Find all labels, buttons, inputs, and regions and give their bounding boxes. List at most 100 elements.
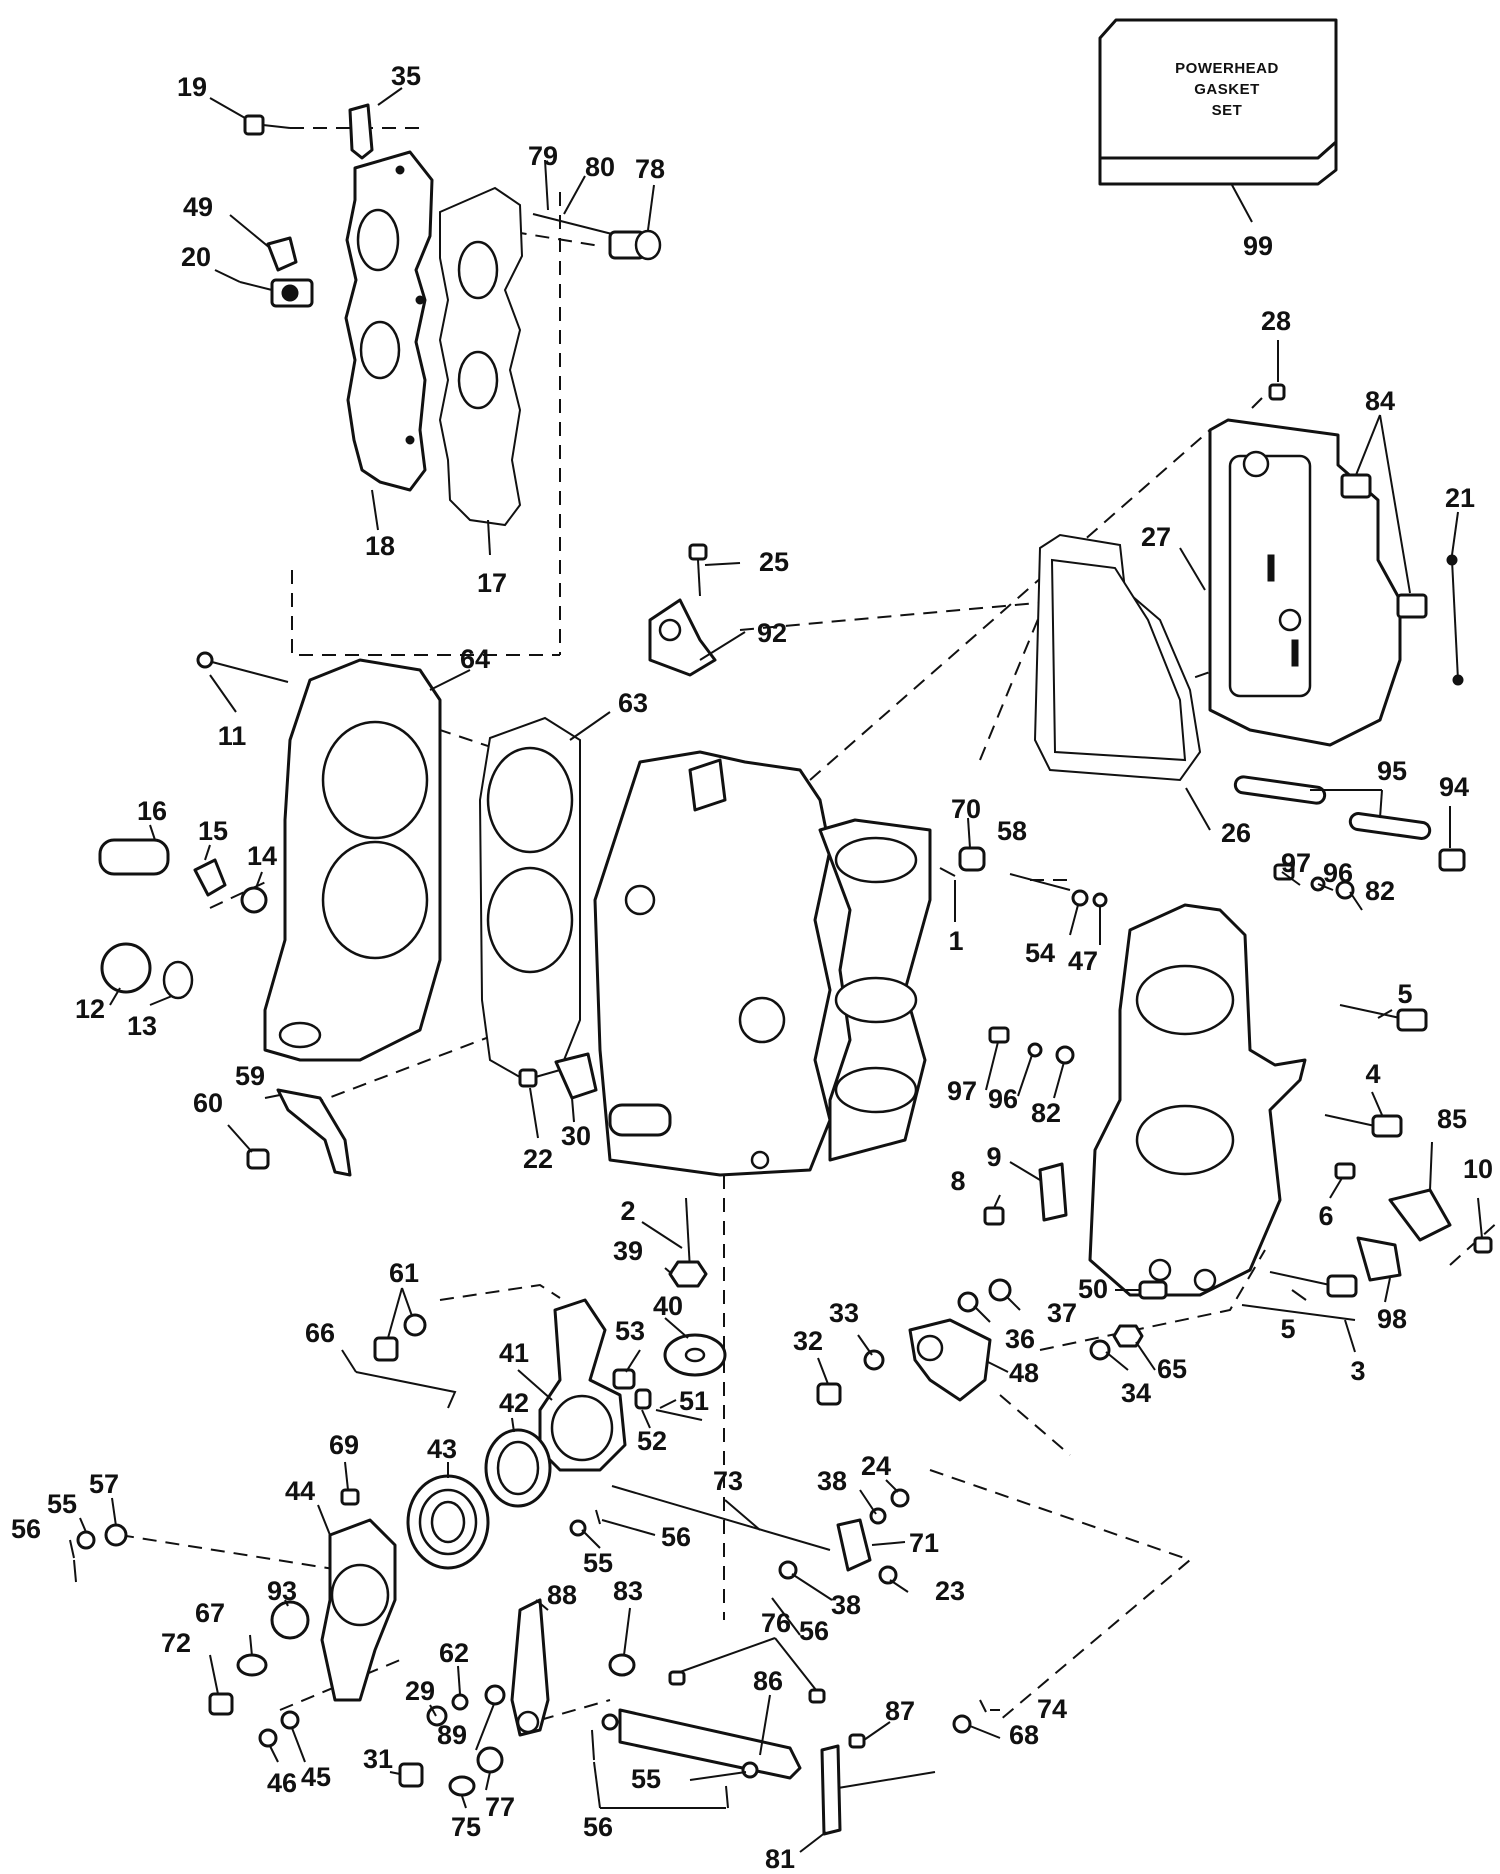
callout-92: 92 <box>757 618 787 648</box>
callout-84: 84 <box>1365 386 1395 416</box>
callout-38-top: 38 <box>817 1466 847 1496</box>
screw-6 <box>1334 1162 1356 1180</box>
callout-55-left: 55 <box>47 1489 77 1519</box>
callout-14: 14 <box>247 841 277 871</box>
exhaust-cover-27 <box>1208 418 1402 747</box>
callout-25: 25 <box>759 547 789 577</box>
callout-56-right: 56 <box>799 1616 829 1646</box>
gasket-box-line-3: SET <box>1212 102 1243 119</box>
callout-35: 35 <box>391 61 421 91</box>
callout-56-bottom: 56 <box>583 1812 613 1842</box>
callout-18: 18 <box>365 531 395 561</box>
fasteners-34-65 <box>1089 1324 1144 1361</box>
callout-56-mid: 56 <box>661 1522 691 1552</box>
callout-51: 51 <box>679 1386 709 1416</box>
callout-49: 49 <box>183 192 213 222</box>
exhaust-gasket-26 <box>1033 533 1202 782</box>
callout-30: 30 <box>561 1121 591 1151</box>
fitting-94 <box>1438 848 1466 872</box>
callout-40: 40 <box>653 1291 683 1321</box>
callout-3: 3 <box>1350 1356 1365 1386</box>
fasteners-29-62-89-77 <box>426 1684 506 1774</box>
callout-11: 11 <box>218 721 247 751</box>
bolt-5-bottom <box>1269 1271 1358 1298</box>
callout-9: 9 <box>986 1142 1001 1172</box>
screw-assembly-79-80-78 <box>532 213 662 261</box>
callout-97-mid: 97 <box>947 1076 977 1106</box>
callout-1: 1 <box>948 926 963 956</box>
callout-53: 53 <box>615 1316 645 1346</box>
clamp-59 <box>246 1088 352 1177</box>
callout-44: 44 <box>285 1476 315 1506</box>
callout-22: 22 <box>523 1144 553 1174</box>
bracket-98 <box>1356 1236 1402 1282</box>
gasket-13 <box>162 960 194 1000</box>
callout-78: 78 <box>635 154 665 184</box>
callout-62: 62 <box>439 1638 469 1668</box>
callout-46: 46 <box>267 1768 297 1798</box>
callout-60: 60 <box>193 1088 223 1118</box>
callout-58: 58 <box>997 816 1027 846</box>
callout-66: 66 <box>305 1318 335 1348</box>
gasket-box-line-2: GASKET <box>1194 81 1260 98</box>
fasteners-87-74-68 <box>848 1699 987 1749</box>
screw-25 <box>688 543 708 597</box>
callout-93: 93 <box>267 1576 297 1606</box>
gasket-box-line-1: POWERHEAD <box>1175 60 1279 77</box>
callout-50: 50 <box>1078 1274 1108 1304</box>
callout-21: 21 <box>1445 483 1475 513</box>
fasteners-55-56-bottom <box>591 1713 759 1809</box>
callout-48: 48 <box>1009 1358 1039 1388</box>
callout-43: 43 <box>427 1434 457 1464</box>
nuts-61-53-52-51 <box>373 1313 703 1421</box>
crankcase-cover <box>1088 903 1307 1297</box>
lever-44 <box>320 1518 397 1702</box>
throttle-cam-41 <box>538 1298 627 1472</box>
callout-15: 15 <box>198 816 228 846</box>
callout-83: 83 <box>613 1576 643 1606</box>
washer-83 <box>608 1653 636 1677</box>
callout-71: 71 <box>909 1528 939 1558</box>
lever-71 <box>836 1518 872 1572</box>
callout-4: 4 <box>1365 1059 1380 1089</box>
leader-lines <box>69 87 1483 1853</box>
callout-42: 42 <box>499 1388 529 1418</box>
callout-41: 41 <box>499 1338 529 1368</box>
callout-94: 94 <box>1439 772 1469 802</box>
callout-26: 26 <box>1221 818 1251 848</box>
washer-40 <box>663 1333 727 1377</box>
callout-74: 74 <box>1037 1694 1067 1724</box>
spring-43 <box>406 1474 490 1570</box>
spring-16 <box>98 838 170 876</box>
callout-38-bottom: 38 <box>831 1590 861 1620</box>
cylinder-block <box>593 750 932 1177</box>
bolt-4 <box>1324 1114 1403 1138</box>
cylinder-head-64 <box>263 658 442 1062</box>
clamp-9 <box>983 1162 1068 1226</box>
thermostat-12 <box>100 942 152 994</box>
callout-20: 20 <box>181 242 211 272</box>
callout-63: 63 <box>618 688 648 718</box>
callout-labels: 19 35 79 80 78 49 20 18 17 28 84 21 27 2… <box>11 61 1493 1874</box>
fasteners-24-23-38 <box>778 1488 910 1585</box>
head-gasket-63 <box>478 716 581 1082</box>
callout-29: 29 <box>405 1676 435 1706</box>
fasteners-36-37 <box>957 1278 1012 1313</box>
callout-55-bottom: 55 <box>631 1764 661 1794</box>
callout-65: 65 <box>1157 1354 1187 1384</box>
cylinder-head-cover <box>344 150 434 492</box>
callout-96-mid: 96 <box>988 1084 1018 1114</box>
callout-56-left: 56 <box>11 1514 41 1544</box>
callout-34: 34 <box>1121 1378 1151 1408</box>
callout-98: 98 <box>1377 1304 1407 1334</box>
callout-52: 52 <box>637 1426 667 1456</box>
callout-24: 24 <box>861 1451 891 1481</box>
callout-17: 17 <box>477 568 507 598</box>
callout-72: 72 <box>161 1628 191 1658</box>
grommet-14 <box>240 886 268 914</box>
callout-31: 31 <box>363 1744 393 1774</box>
lever-88 <box>510 1598 550 1737</box>
callout-2: 2 <box>620 1196 635 1226</box>
callout-67: 67 <box>195 1598 225 1628</box>
